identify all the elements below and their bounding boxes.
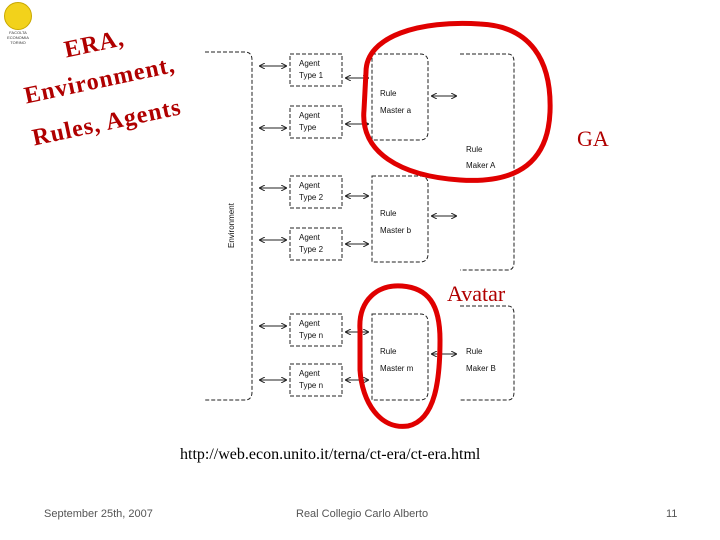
rule-maker-label: Rule [466,347,483,356]
rule-master-label: Rule [380,209,397,218]
logo-caption: FACOLTA ECONOMIA TORINO [7,30,29,45]
rule-master-label: Rule [380,89,397,98]
rule-maker-label: Rule [466,145,483,154]
rule-master-box: Rule Master b [371,175,429,263]
rule-master-box: Rule Master a [371,53,429,141]
footer-date: September 25th, 2007 [44,508,153,520]
agent-label: Agent [299,181,321,190]
rule-master-name: Master a [380,106,412,115]
rule-maker-name: Maker A [466,161,496,170]
agent-type: Type [299,123,317,132]
agent-box: Agent Type 2 [289,227,343,261]
agent-box: Agent Type n [289,313,343,347]
agent-box: Agent Type 1 [289,53,343,87]
environment-label: Environment [227,202,236,248]
rule-maker-box: Rule Maker B [460,305,515,401]
agent-label: Agent [299,319,321,328]
agent-type: Type 2 [299,245,324,254]
agent-type: Type n [299,381,323,390]
avatar-highlight-circle [357,283,443,429]
agent-label: Agent [299,233,321,242]
avatar-annotation: Avatar [447,281,506,306]
rule-master-label: Rule [380,347,397,356]
agent-label: Agent [299,59,321,68]
ga-highlight-circle [361,20,553,183]
rule-maker-box: Rule Maker A [460,53,515,271]
agent-box: Agent Type 2 [289,175,343,209]
ga-annotation: GA [577,126,609,151]
footer-institution: Real Collegio Carlo Alberto [296,508,429,520]
agent-box: Agent Type [289,105,343,139]
page-number: 11 [666,508,678,520]
rule-maker-name: Maker B [466,364,496,373]
environment-box: Environment [205,51,253,401]
rule-master-maker-arrows [432,96,456,354]
university-logo [4,2,32,30]
agent-rule-master-arrows [346,78,368,380]
agent-type: Type n [299,331,323,340]
agent-type: Type 1 [299,71,324,80]
environment-agent-arrows [260,66,286,380]
agent-box: Agent Type n [289,363,343,397]
agent-label: Agent [299,111,321,120]
rule-master-name: Master m [380,364,414,373]
rule-master-box: Rule Master m [371,313,429,401]
agent-label: Agent [299,369,321,378]
agent-type: Type 2 [299,193,324,202]
reference-url[interactable]: http://web.econ.unito.it/terna/ct-era/ct… [180,446,481,463]
rule-master-name: Master b [380,226,412,235]
